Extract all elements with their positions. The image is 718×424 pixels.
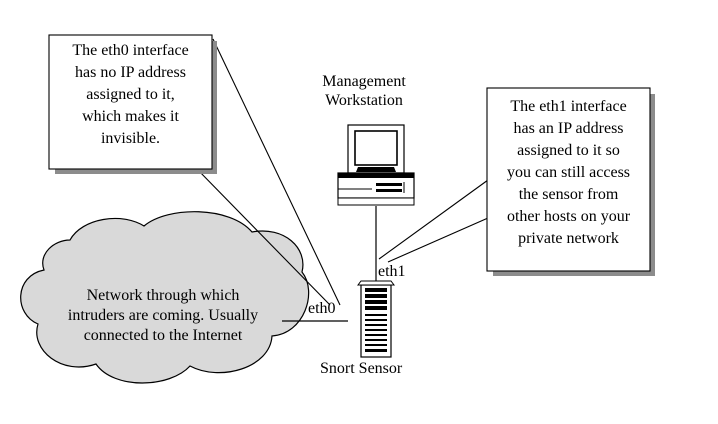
workstation-label-line: Management <box>322 73 406 90</box>
callout-eth1-line: The eth1 interface <box>510 98 627 115</box>
callout-eth0-pointer <box>212 38 341 306</box>
callout-eth0-line: has no IP address <box>75 64 186 81</box>
eth0-label: eth0 <box>308 300 336 317</box>
callout-eth1-line: the sensor from <box>518 186 619 203</box>
callout-eth0-pointer <box>195 167 331 306</box>
callout-eth0-line: assigned to it, <box>86 86 175 103</box>
callout-eth1-box <box>486 87 651 272</box>
callout-eth1-line: you can still access <box>506 164 631 181</box>
callout-eth0-text: The eth0 interface has no IP address ass… <box>49 40 212 150</box>
callout-eth0-line: invisible. <box>100 130 161 147</box>
eth1-label: eth1 <box>378 263 406 280</box>
callout-eth1-text: The eth1 interface has an IP address ass… <box>487 96 650 250</box>
callout-eth1-line: private network <box>518 230 619 247</box>
cloud-text-line: connected to the Internet <box>83 327 243 344</box>
snort-sensor-icon <box>357 280 395 358</box>
callout-eth0-line: which makes it <box>82 108 179 125</box>
callout-eth1-line: has an IP address <box>513 120 624 137</box>
callout-eth0-box <box>48 34 213 170</box>
snort-sensor-label: Snort Sensor <box>320 360 403 377</box>
callout-eth1-line: assigned to it so <box>517 142 620 159</box>
callout-eth1-pointer <box>387 217 489 263</box>
workstation-label: Management Workstation <box>312 72 416 110</box>
workstation-icon <box>337 124 415 206</box>
callout-eth1-line: other hosts on your <box>506 208 631 225</box>
cloud-text-line: Network through which <box>86 287 240 304</box>
network-cloud <box>20 211 310 384</box>
cloud-text-line: intruders are coming. Usually <box>67 307 259 324</box>
cloud-text: Network through which intruders are comi… <box>30 286 296 346</box>
callout-eth0-line: The eth0 interface <box>72 42 189 59</box>
callout-eth1-pointer <box>378 179 489 260</box>
workstation-label-line: Workstation <box>325 92 403 109</box>
